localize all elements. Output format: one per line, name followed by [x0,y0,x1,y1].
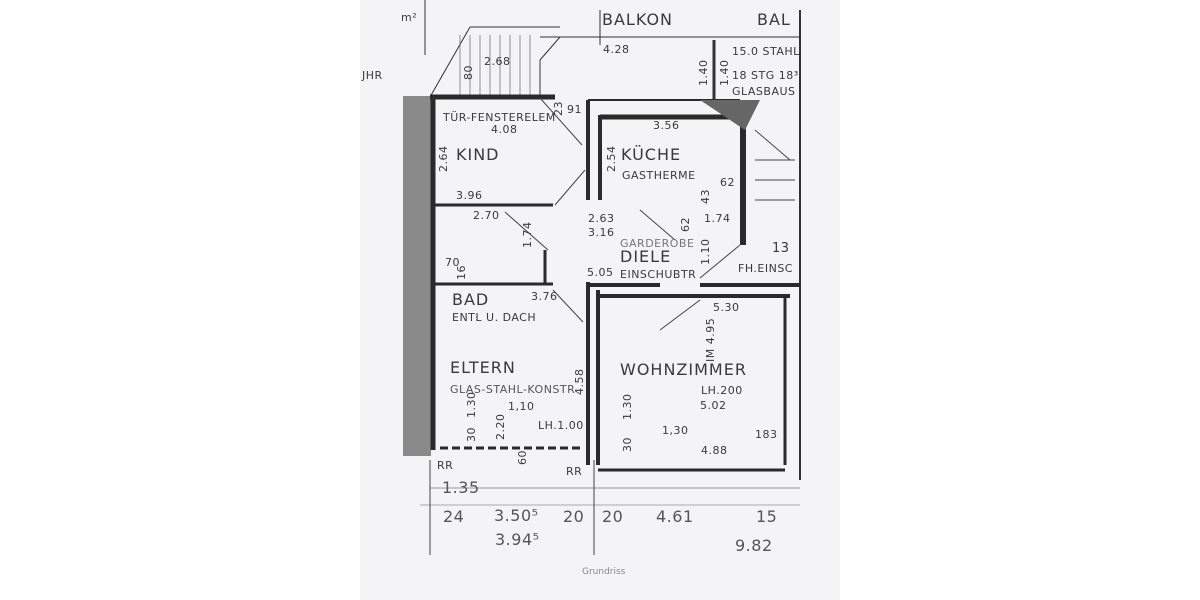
dim-label: 3.76 [531,290,558,303]
bad-note: ENTL U. DACH [452,311,537,324]
image-caption: Grundriss [582,567,626,577]
dim-label: 30 [465,427,478,442]
tuer-label: TÜR-FENSTERELEM [443,111,556,124]
dim-label: 43 [699,189,712,204]
dim-label: 4.88 [701,444,728,457]
eltern-note: GLAS-STAHL-KONSTR [450,383,576,396]
dim-label: 2.70 [473,209,500,222]
balcony-hatching [459,35,531,96]
stair-label: 18 STG 18³ [732,69,799,82]
einschub-label: EINSCHUBTR [620,268,697,281]
dim-label: 2.64 [437,145,450,173]
dim-label: 20 [563,507,585,526]
room-bad: BAD [452,290,490,309]
garderobe-label: GARDEROBE [620,237,695,250]
room-kind: KIND [456,145,500,164]
dim-label: 2.54 [605,145,618,173]
dim-label: 20 [602,507,624,526]
dim-label: 4.08 [491,123,518,136]
dim-label: 2.20 [494,413,507,441]
dim-label: 13 [772,241,790,256]
dim-label: 1.10 [699,238,712,266]
uhr-label: JHR [362,69,383,82]
dim-label: 1,30 [662,424,689,437]
walls [403,94,800,472]
gastherme-label: GASTHERME [622,169,696,182]
glasbau-label: GLASBAUS [732,85,796,98]
dim-label: 5.05 [587,266,614,279]
dim-label: 62 [679,217,692,232]
dim-label: 62 [720,176,735,189]
dim-label: LH.200 [701,384,743,397]
dim-label: 91 [567,103,582,116]
dim-label: 60 [516,450,529,465]
fh-label: FH.EINSC [738,262,793,275]
room-kueche: KÜCHE [621,145,682,164]
dim-label: 1.40 [697,59,710,87]
dim-label: 1.35 [442,478,480,497]
room-wohnzimmer: WOHNZIMMER [620,360,747,379]
door-swings [420,97,800,555]
dim-label: 1.74 [704,212,731,225]
room-diele: DIELE [620,247,672,266]
dim-label: 3.96 [456,189,483,202]
balkon-label: BALKON [602,10,674,29]
dim-label: 5.30 [713,301,740,314]
stahl-label: 15.0 STAHL [732,45,800,58]
dim-label: 23 [552,101,565,116]
dim-label: 2.68 [484,55,511,68]
dim-label: 9.82 [735,536,773,555]
dim-label: 1.30 [621,393,634,421]
dim-label: 3.94⁵ [495,530,540,549]
dim-label: 80 [462,65,475,80]
dim-label: LH.1.00 [538,419,584,432]
dim-label: 5.02 [700,399,727,412]
dim-label: RR [566,465,583,478]
dim-label: 3.16 [588,226,615,239]
dim-label: 16 [455,265,468,280]
dim-label: 1.30 [465,391,478,419]
dim-label: 2.63 [588,212,615,225]
dim-label: 1.40 [718,59,731,87]
dim-label: RR [437,459,454,472]
room-eltern: ELTERN [450,358,516,377]
dim-label: 4.58 [573,368,586,396]
dim-label: 24 [443,507,465,526]
area-label: m² [401,11,418,24]
dim-label: 183 [755,428,778,441]
dim-label: 15 [756,507,778,526]
dim-label: 1,10 [508,400,535,413]
dim-label: IM 4.95 [704,317,717,362]
dim-label: 3.50⁵ [494,506,539,525]
dim-label: 4.61 [656,507,694,526]
dim-label: 4.28 [603,43,630,56]
balkon-label-2: BAL [757,10,791,29]
dim-label: 1.74 [521,221,534,249]
dim-label: 70 [445,256,460,269]
dim-label: 3.56 [653,119,680,132]
dim-label: 30 [621,437,634,452]
